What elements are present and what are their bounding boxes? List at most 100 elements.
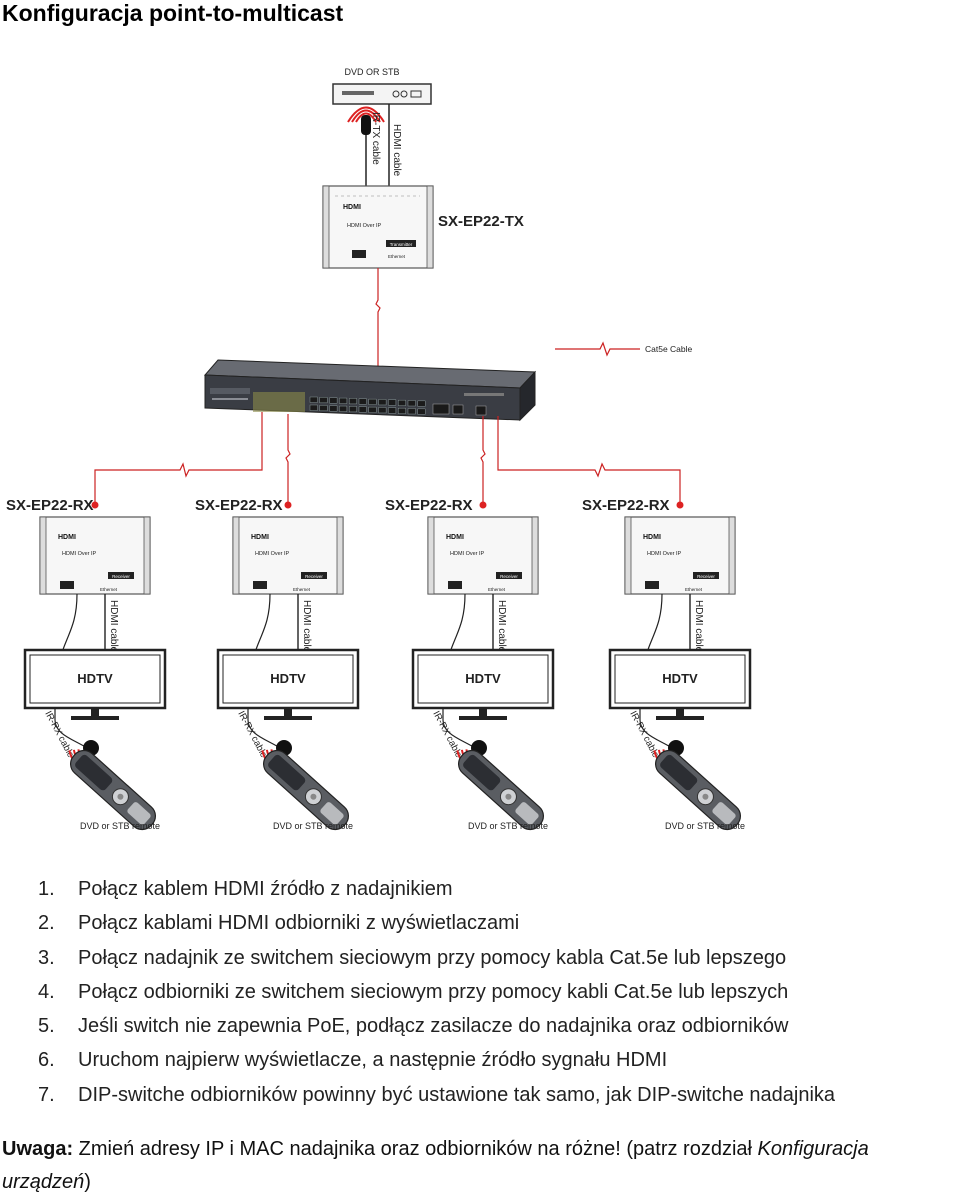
receiver-bracket xyxy=(427,516,435,595)
remote-control-icon xyxy=(458,749,544,831)
switch-port xyxy=(358,398,367,405)
receiver-badge-bg xyxy=(301,572,327,579)
switch-port xyxy=(309,396,318,403)
network-switch xyxy=(203,359,537,422)
warning-note: Uwaga: Zmień adresy IP i MAC nadajnika o… xyxy=(2,1133,958,1199)
receiver-port-label: Ethernet xyxy=(488,587,506,592)
receiver-port-label: Ethernet xyxy=(685,587,703,592)
step-item: 3.Połącz nadajnik ze switchem sieciowym … xyxy=(38,946,787,969)
switch-port xyxy=(339,397,348,404)
step-item: 1.Połącz kablem HDMI źródło z nadajnikie… xyxy=(38,878,453,900)
hdmi-cable-label: HDMI cable xyxy=(301,600,312,653)
receiver-device-name: HDMI Over IP xyxy=(647,551,682,557)
tv-label: HDTV xyxy=(77,671,113,686)
switch-port xyxy=(368,406,377,413)
connector-dot xyxy=(91,501,99,509)
remote-control-icon xyxy=(70,749,156,831)
cat5e-label: Cat5e Cable xyxy=(645,344,693,354)
hdmi-cable-tx-label: HDMI cable xyxy=(391,124,402,177)
switch-port xyxy=(378,399,387,406)
transmitter-device: HDMI HDMI Over IP Transmitter Ethernet xyxy=(322,185,434,269)
switch-port xyxy=(378,407,387,414)
receiver-ir-port xyxy=(448,581,462,589)
tx-badge: Transmitter xyxy=(390,242,413,247)
receiver-model-label: SX-EP22-RX xyxy=(6,497,94,514)
receiver-bracket xyxy=(232,516,240,595)
ir-tx-emitter-icon xyxy=(347,106,385,186)
tv-neck xyxy=(91,708,99,716)
connector-dot xyxy=(284,501,292,509)
receiver-brand: HDMI xyxy=(643,534,661,541)
receiver-bracket xyxy=(624,516,632,595)
switch-port xyxy=(417,408,426,415)
receiver-port-label: Ethernet xyxy=(100,587,118,592)
receiver-bracket xyxy=(531,516,539,595)
hdmi-cable-label: HDMI cable xyxy=(496,600,507,653)
transmitter-model-label: SX-EP22-TX xyxy=(438,213,524,230)
switch-port xyxy=(309,404,318,411)
distribution-cables xyxy=(94,412,681,505)
steps-list: 1.Połącz kablem HDMI źródło z nadajnikie… xyxy=(38,872,835,1112)
switch-port xyxy=(339,405,348,412)
receiver-bracket xyxy=(39,516,47,595)
receiver-badge: Receiver xyxy=(305,574,323,579)
receiver-port-label: Ethernet xyxy=(293,587,311,592)
switch-port xyxy=(319,405,328,412)
receiver-device-name: HDMI Over IP xyxy=(450,551,485,557)
page-title: Konfiguracja point-to-multicast xyxy=(2,0,344,26)
receiver-model-label: SX-EP22-RX xyxy=(195,497,283,514)
hdmi-cable-label: HDMI cable xyxy=(693,600,704,653)
receiver-model-label: SX-EP22-RX xyxy=(385,497,473,514)
source-device: DVD OR STB xyxy=(332,67,432,105)
network-diagram: DVD OR STB IR-TX cable HDMI cable HDMI H… xyxy=(6,67,752,831)
receiver-badge-bg xyxy=(496,572,522,579)
remote-label: DVD or STB remote xyxy=(665,821,745,831)
tv-screen xyxy=(216,648,360,710)
step-item: 6.Uruchom najpierw wyświetlacze, a nastę… xyxy=(38,1049,668,1072)
receiver-device-name: HDMI Over IP xyxy=(255,551,290,557)
switch-port xyxy=(407,408,416,415)
receiver-brand: HDMI xyxy=(58,534,76,541)
tv-neck xyxy=(479,708,487,716)
remote-label: DVD or STB remote xyxy=(468,821,548,831)
receiver-bracket xyxy=(728,516,736,595)
tv-screen xyxy=(411,648,555,710)
tv-label: HDTV xyxy=(465,671,501,686)
receiver-box xyxy=(39,516,151,595)
tv-label: HDTV xyxy=(270,671,306,686)
step-item: 7.DIP-switche odbiorników powinny być us… xyxy=(38,1083,836,1106)
remote-control-icon xyxy=(263,749,349,831)
tx-to-switch-cable xyxy=(375,268,381,372)
tv-screen-inner xyxy=(29,654,161,704)
connector-dot xyxy=(479,501,487,509)
switch-port xyxy=(349,398,357,405)
switch-port xyxy=(388,407,397,414)
receivers: SX-EP22-RX HDMI HDMI Over IP ReceiverEthern… xyxy=(6,497,752,831)
step-item: 2.Połącz kablami HDMI odbiorniki z wyświ… xyxy=(38,912,520,935)
receiver-ir-port xyxy=(60,581,74,589)
step-item: 4.Połącz odbiorniki ze switchem sieciowy… xyxy=(38,980,789,1003)
receiver-ir-port xyxy=(253,581,267,589)
receiver-bracket xyxy=(143,516,151,595)
switch-port xyxy=(398,407,406,414)
switch-port xyxy=(329,405,338,412)
receiver-box xyxy=(232,516,344,595)
tv-screen-inner xyxy=(222,654,354,704)
switch-port xyxy=(329,397,338,404)
note-close: ) xyxy=(84,1171,91,1193)
note-label: Uwaga: xyxy=(2,1138,74,1160)
tv-stand xyxy=(656,716,704,720)
receiver-badge-bg xyxy=(108,572,134,579)
receiver-bracket xyxy=(336,516,344,595)
step-item: 5.Jeśli switch nie zapewnia PoE, podłącz… xyxy=(38,1015,789,1038)
connector-dot xyxy=(676,501,684,509)
note-reference: Konfiguracja urządzeń xyxy=(2,1138,869,1193)
receiver-model-label: SX-EP22-RX xyxy=(582,497,670,514)
tv-neck xyxy=(676,708,684,716)
ir-tx-cable-label: IR-TX cable xyxy=(370,112,381,165)
tv-label: HDTV xyxy=(662,671,698,686)
tx-brand: HDMI xyxy=(343,204,361,211)
